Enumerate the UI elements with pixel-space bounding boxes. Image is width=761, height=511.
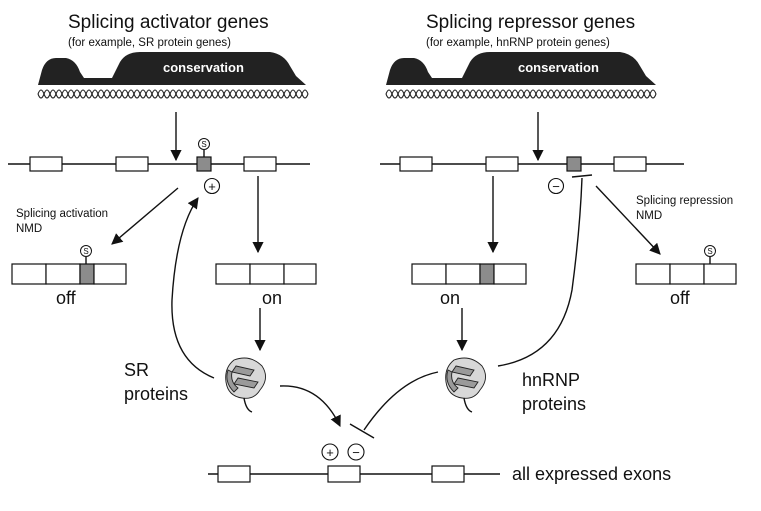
left-mrna-off-seg3 [93,263,127,285]
right-mrna-on-seg1 [411,263,447,285]
left-subtitle: (for example, SR protein genes) [68,37,231,49]
right-gene-alt-exon [566,156,582,172]
left-protein-label-line2: proteins [124,384,188,404]
left-conservation-label: conservation [163,60,244,75]
right-mrna-off-phospho-label: S [707,247,712,256]
left-gene-phospho-label: S [201,140,206,149]
right-inhibition-bar [571,174,593,178]
right-protein-label-line1: hnRNP [522,370,580,390]
left-feedback-arrow [171,197,215,379]
left-gene-exon-3 [243,156,277,172]
right-conservation-profile [386,52,656,85]
left-mrna-off-alt-exon [79,263,95,285]
left-mrna-on-seg3 [283,263,317,285]
left-gene-alt-exon [196,156,212,172]
bottom-minus-sign: − [352,445,360,460]
right-subtitle: (for example, hnRNP protein genes) [426,37,610,49]
left-on-label: on [262,288,282,308]
left-dna-helix-strand-a [37,89,309,99]
right-minus-icon [547,177,565,195]
left-conservation-profile [38,52,306,85]
left-mrna-off: S [11,245,127,285]
right-arrow-to-off-mrna [595,185,661,255]
right-mrna-on-alt-exon [479,263,495,285]
sr-protein-icon [225,357,266,413]
right-gene-exon-2 [485,156,519,172]
bottom-panel: + − all expressed exons [208,443,671,484]
right-dna-helix-strand-b [385,89,657,99]
right-minus-sign: − [552,179,560,194]
left-mrna-off-phospho-label: S [83,247,88,256]
right-mrna-off-phospho-icon [704,245,716,257]
left-title: Splicing activator genes [68,12,269,33]
left-mrna-on [215,263,317,285]
left-protein-label-line1: SR [124,360,149,380]
left-gene-exon-1 [29,156,63,172]
right-conservation-label: conservation [518,60,599,75]
left-dna-helix-strand-b [37,89,309,99]
right-mrna-on-seg2 [445,263,481,285]
right-side-label-line2: NMD [636,210,662,222]
right-on-label: on [440,288,460,308]
bottom-minus-icon [347,443,365,461]
right-protein-label-line2: proteins [522,394,586,414]
left-arrow-to-off-mrna [111,187,179,245]
left-gene-phospho-icon [198,138,210,150]
right-panel: Splicing repressor genes (for example, h… [349,12,737,439]
left-mrna-off-seg1 [11,263,47,285]
right-side-label-line1: Splicing repression [636,195,733,207]
hnrnp-protein-icon [445,357,486,413]
right-off-label: off [670,288,691,308]
bottom-gene-exon-1 [217,465,251,483]
right-gene-exon-3 [613,156,647,172]
right-mrna-on [411,263,527,285]
right-feedback-inhibition [497,177,583,367]
left-off-label: off [56,288,77,308]
bottom-exons-label: all expressed exons [512,464,671,484]
left-side-label-line2: NMD [16,223,42,235]
left-mrna-on-seg2 [249,263,285,285]
left-plus-icon [203,177,221,195]
right-mrna-off-seg3 [703,263,737,285]
right-title: Splicing repressor genes [426,12,635,33]
bottom-gene-exon-3 [431,465,465,483]
right-inhibition-to-bottom [363,371,439,431]
left-panel: Splicing activator genes (for example, S… [8,12,341,428]
left-arrow-to-bottom [279,385,341,428]
right-mrna-on-seg3 [493,263,527,285]
right-mrna-off: S [635,245,737,285]
left-gene-exon-2 [115,156,149,172]
bottom-plus-icon [321,443,339,461]
right-mrna-off-seg1 [635,263,671,285]
left-side-label-line1: Splicing activation [16,208,108,220]
left-mrna-on-seg1 [215,263,251,285]
left-mrna-off-phospho-icon [80,245,92,257]
left-plus-sign: + [208,179,216,194]
right-dna-helix-strand-a [385,89,657,99]
right-gene-exon-1 [399,156,433,172]
bottom-gene-exon-2 [327,465,361,483]
left-mrna-off-seg2 [45,263,81,285]
bottom-plus-sign: + [326,445,334,460]
right-mrna-off-seg2 [669,263,705,285]
right-inhibition-to-bottom-bar [349,423,375,439]
